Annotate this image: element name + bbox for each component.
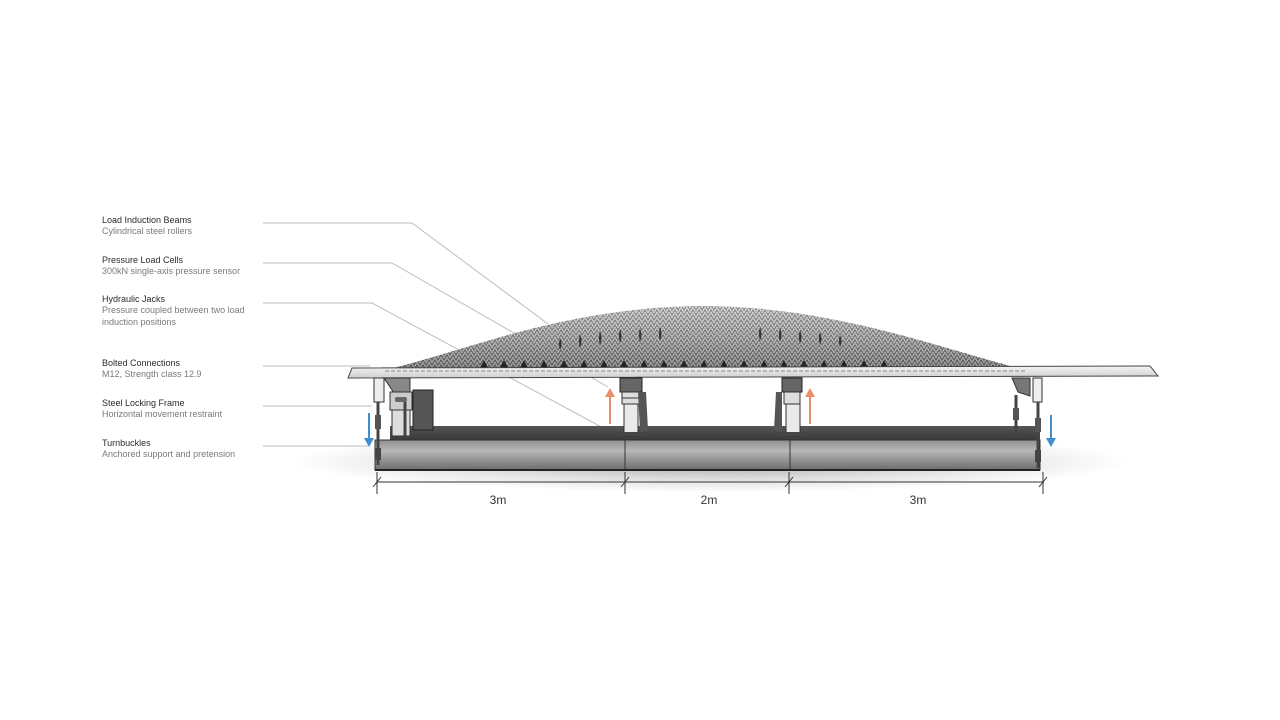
legend-item-turnbuckles: Turnbuckles Anchored support and pretens…	[102, 437, 272, 461]
legend-desc: Horizontal movement restraint	[102, 409, 223, 419]
left-support-assembly	[373, 377, 434, 465]
legend-title: Load Induction Beams	[102, 215, 192, 225]
dimension-line	[372, 472, 1048, 494]
uplift-arrow-icon	[805, 388, 815, 424]
legend-item-pressure-load-cells: Pressure Load Cells 300kN single-axis pr…	[102, 254, 272, 278]
dimension-label-left: 3m	[489, 493, 507, 507]
legend-title: Pressure Load Cells	[102, 255, 184, 265]
legend-desc: 300kN single-axis pressure sensor	[102, 266, 241, 276]
timber-mesh-shell	[385, 306, 1025, 370]
legend-desc: Cylindrical steel rollers	[102, 226, 193, 236]
legend-title: Steel Locking Frame	[102, 398, 185, 408]
dimension-label-center: 2m	[700, 493, 718, 507]
load-induction-beams	[347, 365, 1160, 379]
uplift-arrow-icon	[605, 388, 615, 424]
legend-desc: Anchored support and pretension	[102, 449, 236, 459]
legend-item-bolted-connections: Bolted Connections M12, Strength class 1…	[102, 357, 272, 381]
legend-title: Turnbuckles	[102, 438, 151, 448]
legend-item-hydraulic-jacks: Hydraulic Jacks Pressure coupled between…	[102, 293, 262, 328]
right-support-assembly	[1011, 377, 1043, 468]
legend-desc: Pressure coupled between two load induct…	[102, 305, 245, 327]
steel-locking-frame	[374, 426, 1041, 471]
hydraulic-jack-1	[616, 377, 648, 437]
legend-item-steel-locking-frame: Steel Locking Frame Horizontal movement …	[102, 397, 272, 421]
downward-arrow-icon	[1046, 415, 1056, 447]
legend-title: Hydraulic Jacks	[102, 294, 166, 304]
legend-desc: M12, Strength class 12.9	[102, 369, 202, 379]
downward-arrow-icon	[364, 413, 374, 447]
leader-line-load-induction-beams	[263, 222, 549, 325]
dimension-label-right: 3m	[909, 493, 927, 507]
legend-item-load-induction-beams: Load Induction Beams Cylindrical steel r…	[102, 214, 272, 238]
leader-line-hydraulic-jacks	[263, 302, 619, 437]
legend-title: Bolted Connections	[102, 358, 181, 368]
hydraulic-jack-2	[774, 377, 808, 437]
